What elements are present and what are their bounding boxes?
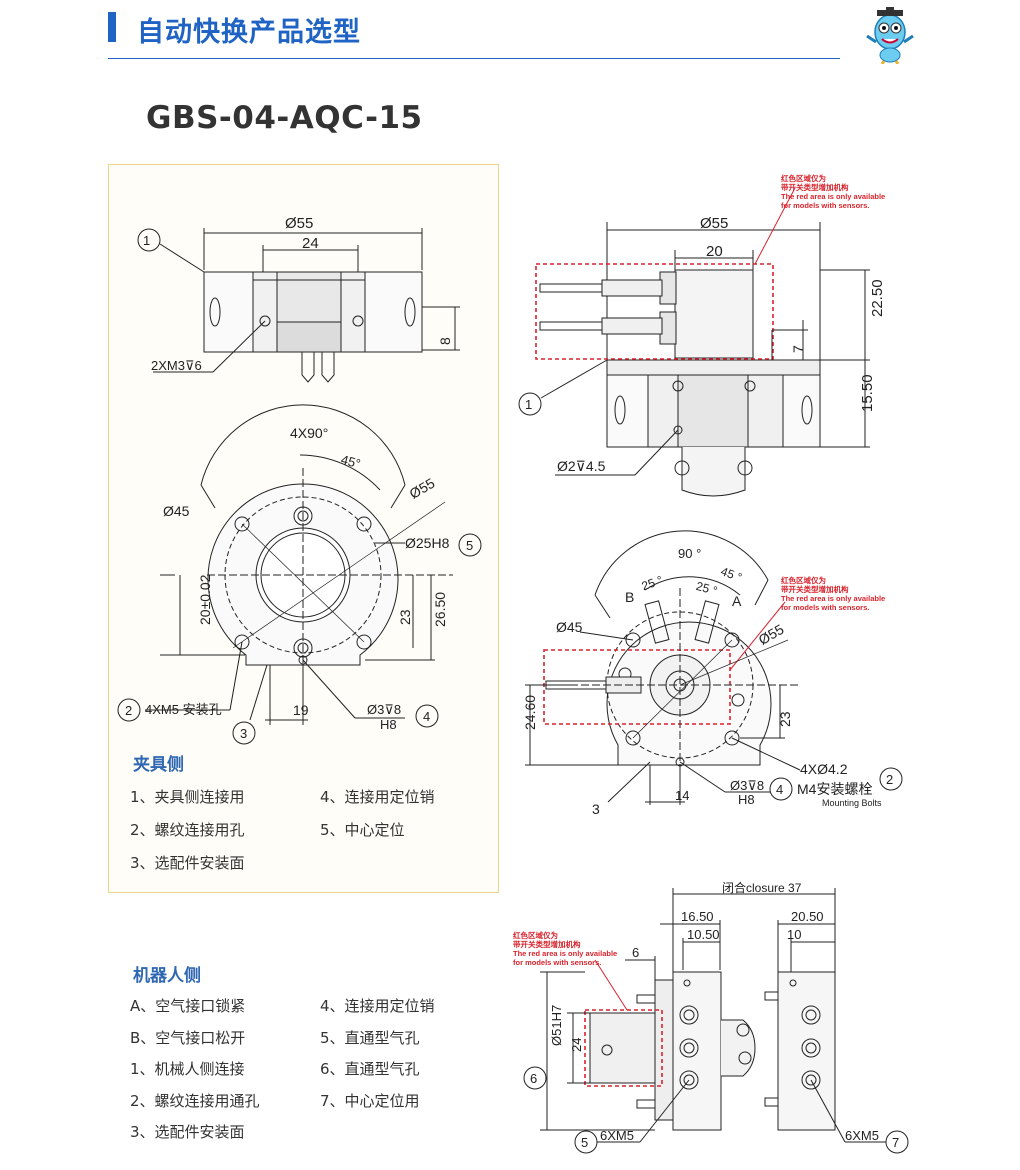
dim-7: 7 <box>790 345 806 353</box>
dim-closure-37: 闭合closure 37 <box>722 880 802 895</box>
robot-side-title: 机器人侧 <box>133 966 201 986</box>
thread-4xm5: 4XM5 安装孔 <box>145 702 222 717</box>
fixture-side-title: 夹具侧 <box>133 755 184 775</box>
robot-item-a: A、空气接口锁紧 <box>130 997 246 1015</box>
dim-8: 8 <box>437 337 453 345</box>
robot-front-view-drawing: 90 ° 25 ° 25 ° 45 ° B A Ø45 Ø55 24.60 23… <box>522 530 903 817</box>
dim-14: 14 <box>675 788 689 803</box>
fixture-side-view-drawing: Ø55 24 1 8 2XM3⊽6 <box>137 215 460 383</box>
robot-item-4: 4、连接用定位销 <box>320 997 435 1015</box>
callout-3: 3 <box>240 726 247 741</box>
callout-robot-3: 3 <box>592 801 600 817</box>
dim-robot-front-d55: Ø55 <box>756 621 787 648</box>
title-accent-bar <box>108 12 116 42</box>
dim-robot-23: 23 <box>777 711 793 727</box>
dim-robot-d3v8: Ø3⊽8 <box>730 778 764 793</box>
dim-d3v8: Ø3⊽8 <box>367 702 401 717</box>
dim-15-50: 15.50 <box>859 374 876 412</box>
mounting-bolts-label: Mounting Bolts <box>822 798 882 808</box>
thread-6xm5-b: 6XM5 <box>845 1128 879 1143</box>
callout-5: 5 <box>466 538 473 553</box>
fixture-item-2: 2、螺纹连接用孔 <box>130 821 245 839</box>
robot-item-7: 7、中心定位用 <box>320 1092 420 1110</box>
robot-item-5: 5、直通型气孔 <box>320 1029 420 1047</box>
dim-45deg: 45° <box>339 452 362 472</box>
dim-20: 20 <box>706 243 723 260</box>
dim-d45: Ø45 <box>163 503 190 519</box>
thread-6xm5-a: 6XM5 <box>600 1128 634 1143</box>
m4-mounting-bolt: M4安装螺栓 <box>797 781 872 797</box>
callout-robot-2: 2 <box>886 772 893 787</box>
mascot-logo <box>866 7 914 64</box>
fixture-front-view-drawing: 4X90° 45° Ø55 Ø45 Ø25H8 5 20±0.02 23 26.… <box>117 404 482 745</box>
port-a: A <box>732 593 742 609</box>
dim-robot-d55: Ø55 <box>700 215 728 232</box>
dim-robot-24: 24 <box>569 1038 584 1052</box>
fixture-item-5: 5、中心定位 <box>320 821 405 839</box>
callout-robot-4: 4 <box>776 782 783 797</box>
fixture-item-4: 4、连接用定位销 <box>320 788 435 806</box>
dim-16-50: 16.50 <box>681 909 714 924</box>
model-number: GBS-04-AQC-15 <box>146 100 423 136</box>
robot-side-view-drawing: Ø55 20 22.50 7 15.50 1 Ø2⊽4.5 <box>518 187 886 497</box>
dim-45-b: 45 ° <box>719 564 744 585</box>
callout-4: 4 <box>423 709 430 724</box>
dim-20-tol: 20±0.02 <box>197 574 213 625</box>
dim-d2v45: Ø2⊽4.5 <box>557 458 606 474</box>
dim-19: 19 <box>293 702 309 718</box>
callout-1: 1 <box>143 233 150 248</box>
dim-10-50: 10.50 <box>687 927 720 942</box>
callout-robot-7: 7 <box>892 1135 899 1150</box>
title-divider <box>108 58 840 59</box>
callout-robot-6: 6 <box>530 1071 537 1086</box>
dim-d51h7: Ø51H7 <box>549 1005 564 1046</box>
dim-robot-h8: H8 <box>738 792 755 807</box>
dim-24-60: 24.60 <box>522 695 538 730</box>
dim-22-50: 22.50 <box>869 279 886 317</box>
fixture-item-1: 1、夹具侧连接用 <box>130 788 245 806</box>
dim-10: 10 <box>787 927 801 942</box>
dim-24: 24 <box>302 235 319 252</box>
dim-4x90: 4X90° <box>290 425 328 441</box>
callout-robot-5: 5 <box>581 1135 588 1150</box>
robot-item-3: 3、选配件安装面 <box>130 1123 245 1141</box>
sensor-note-3: 红色区域仅为带开关类型增加机构 The red area is only ava… <box>513 931 618 967</box>
dim-20-50: 20.50 <box>791 909 824 924</box>
callout-2: 2 <box>125 703 132 718</box>
dim-front-d55: Ø55 <box>407 475 438 502</box>
robot-item-1: 1、机械人侧连接 <box>130 1060 245 1078</box>
page-title: 自动快换产品选型 <box>137 17 361 48</box>
robot-item-6: 6、直通型气孔 <box>320 1060 420 1078</box>
fixture-item-3: 3、选配件安装面 <box>130 854 245 872</box>
dim-robot-d45: Ø45 <box>556 619 583 635</box>
robot-item-2: 2、螺纹连接用通孔 <box>130 1092 260 1110</box>
robot-closure-view-drawing: 闭合closure 37 16.50 10.50 20.50 10 6 Ø51H… <box>523 880 909 1154</box>
dim-6: 6 <box>632 945 639 960</box>
sensor-note-2: 红色区域仅为带开关类型增加机构 The red area is only ava… <box>781 576 886 612</box>
dim-23: 23 <box>397 609 413 625</box>
dim-h8-fit: H8 <box>380 717 397 732</box>
robot-item-b: B、空气接口松开 <box>130 1029 246 1047</box>
dim-90deg: 90 ° <box>678 546 701 561</box>
port-b: B <box>625 589 634 605</box>
dim-25-a: 25 ° <box>640 573 665 594</box>
dim-26-50: 26.50 <box>432 592 448 627</box>
dim-d25h8: Ø25H8 <box>405 535 450 551</box>
callout-robot-1: 1 <box>525 397 532 412</box>
thread-2xm3: 2XM3⊽6 <box>151 358 202 373</box>
dim-25-b: 25 ° <box>694 579 719 598</box>
dim-4xd4-2: 4XØ4.2 <box>800 761 848 777</box>
sensor-note-1: 红色区域仅为带开关类型增加机构 The red area is only ava… <box>781 174 886 210</box>
dim-d55: Ø55 <box>285 215 313 232</box>
